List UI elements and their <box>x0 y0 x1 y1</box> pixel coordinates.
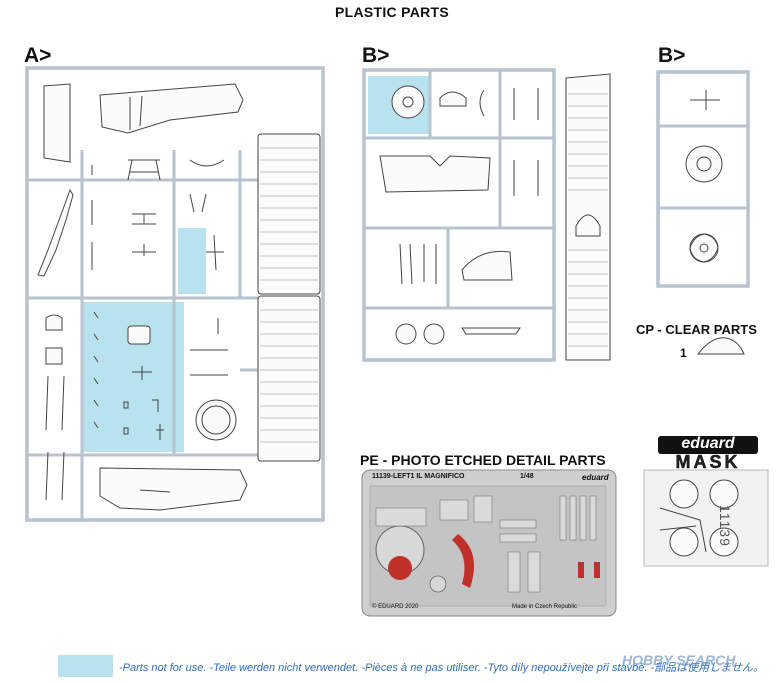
pe-made-in: Made in Czech Republic <box>512 604 578 610</box>
pe-copyright: © EDUARD 2020 <box>372 604 419 610</box>
clear-part-number: 1 <box>680 346 687 360</box>
mask-brand: eduard <box>681 435 735 452</box>
sprue-a-label: A> <box>24 44 52 67</box>
pe-brand: eduard <box>582 473 609 482</box>
unused-parts-swatch <box>58 655 113 677</box>
sprue-b-detail-label: B> <box>658 44 686 67</box>
mask-number: 11139 <box>717 505 733 547</box>
pe-scale: 1/48 <box>520 473 534 480</box>
hobbysearch-watermark: HOBBY SEARCH <box>622 652 736 668</box>
pe-title: PE - PHOTO ETCHED DETAIL PARTS <box>360 452 606 468</box>
sprue-b-label: B> <box>362 44 390 67</box>
mask-label: MASK <box>675 452 741 473</box>
pe-fret-code: 11139-LEFT1 IL MAGNIFICO <box>372 473 465 480</box>
clear-parts-title: CP - CLEAR PARTS <box>636 322 757 337</box>
legend-text: -Parts not for use. -Teile werden nicht … <box>119 662 764 674</box>
page-title: PLASTIC PARTS <box>334 4 450 20</box>
